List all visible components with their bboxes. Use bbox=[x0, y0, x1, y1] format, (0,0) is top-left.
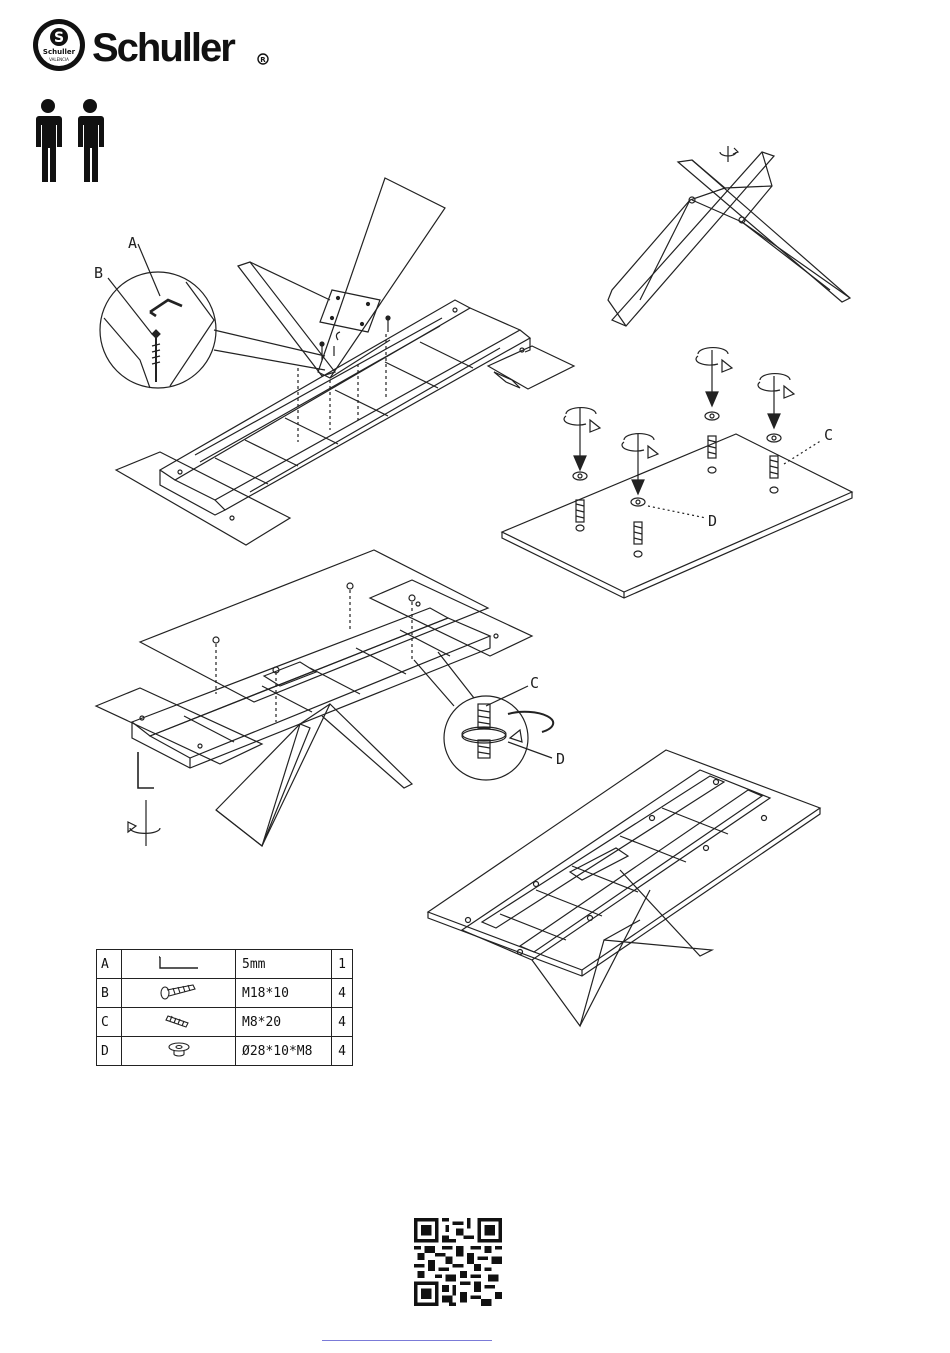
step5-finished-drawing bbox=[428, 750, 820, 1026]
rotate-arrow-icon bbox=[622, 434, 658, 494]
washer-nut-icon bbox=[122, 1037, 236, 1066]
part-qty: 4 bbox=[332, 1037, 353, 1066]
step1-frame-drawing bbox=[100, 178, 574, 545]
callout-d-step3: D bbox=[708, 512, 717, 530]
part-qty: 4 bbox=[332, 1008, 353, 1037]
callout-c-step4: C bbox=[530, 674, 539, 692]
rotate-arrow-icon bbox=[758, 374, 794, 428]
step3-glass-drawing bbox=[502, 348, 852, 598]
part-spec: M8*20 bbox=[236, 1008, 332, 1037]
part-qty: 1 bbox=[332, 950, 353, 979]
part-letter: D bbox=[97, 1037, 122, 1066]
parts-row: B M18*10 4 bbox=[97, 979, 353, 1008]
part-letter: A bbox=[97, 950, 122, 979]
parts-table: A 5mm 1 B M18*10 4 C M8*20 4 D Ø28*10*M8… bbox=[96, 949, 353, 1066]
callout-c-step3: C bbox=[824, 426, 833, 444]
parts-row: D Ø28*10*M8 4 bbox=[97, 1037, 353, 1066]
rotate-arrow-icon bbox=[696, 348, 732, 406]
rotate-arrow-icon bbox=[564, 408, 600, 470]
callout-d-step4: D bbox=[556, 750, 565, 768]
parts-row: A 5mm 1 bbox=[97, 950, 353, 979]
callout-b-step1: B bbox=[94, 264, 103, 282]
parts-row: C M8*20 4 bbox=[97, 1008, 353, 1037]
qr-code-icon[interactable] bbox=[414, 1218, 502, 1306]
part-spec: Ø28*10*M8 bbox=[236, 1037, 332, 1066]
allen-key-icon bbox=[122, 950, 236, 979]
step2-leg-drawing bbox=[608, 146, 850, 326]
callout-a-step1: A bbox=[128, 234, 137, 252]
bolt-icon bbox=[122, 979, 236, 1008]
threaded-stud-icon bbox=[122, 1008, 236, 1037]
part-letter: C bbox=[97, 1008, 122, 1037]
part-letter: B bbox=[97, 979, 122, 1008]
step4-attach-drawing bbox=[96, 550, 553, 846]
part-spec: M18*10 bbox=[236, 979, 332, 1008]
part-qty: 4 bbox=[332, 979, 353, 1008]
part-spec: 5mm bbox=[236, 950, 332, 979]
bottom-link-underline[interactable] bbox=[322, 1340, 492, 1341]
